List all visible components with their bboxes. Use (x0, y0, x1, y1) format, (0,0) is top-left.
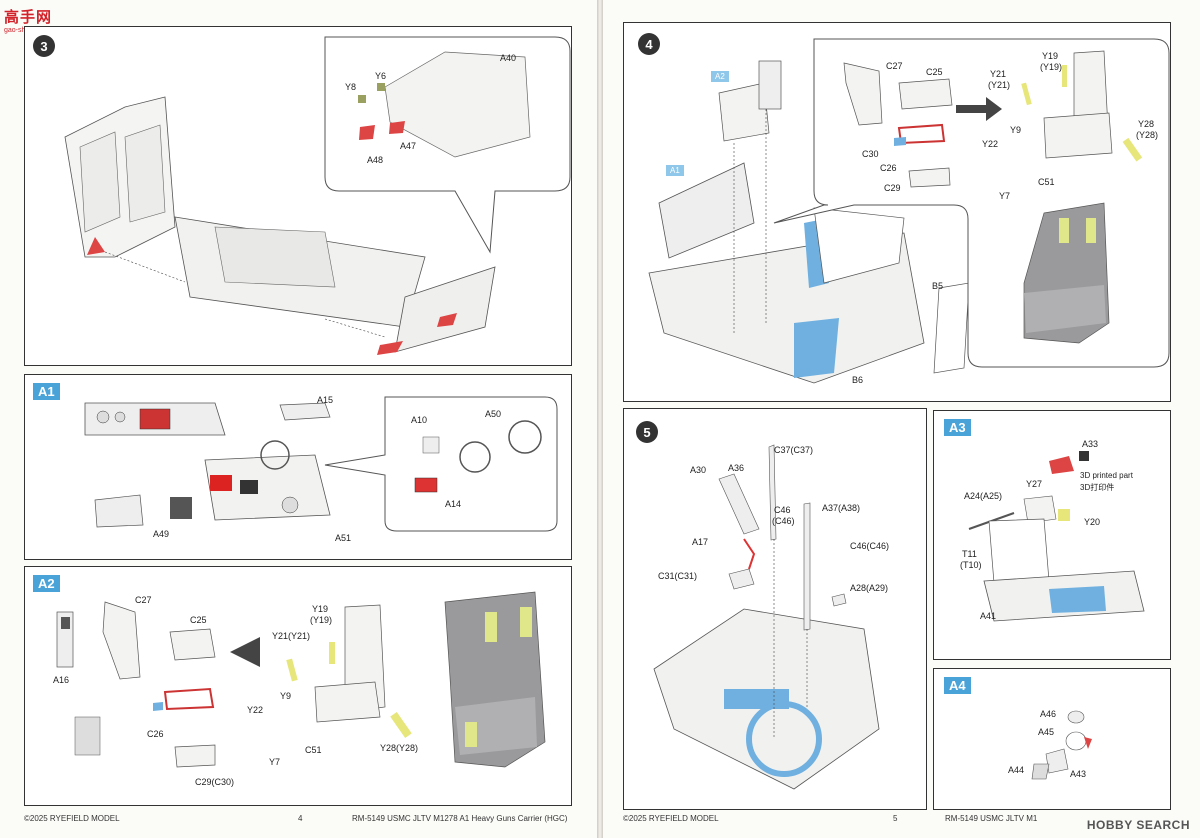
label-y21b: (Y21) (988, 80, 1011, 90)
label-a30: A30 (690, 465, 707, 475)
label-y22: Y22 (982, 139, 999, 149)
label-a48: A48 (367, 155, 384, 165)
step-4-panel: 4 (623, 22, 1171, 402)
a3-badge: A3 (944, 419, 971, 436)
a1-panel: A1 A15 A10 A50 A14 A49 A51 (24, 374, 572, 560)
label-a28: A28(A29) (850, 583, 889, 593)
left-footer-title: RM-5149 USMC JLTV M1278 A1 Heavy Guns Ca… (352, 814, 568, 823)
step-3-drawing (64, 36, 571, 355)
label-c46c: C46(C46) (850, 541, 890, 551)
label-y20: Y20 (1084, 517, 1101, 527)
label-c31: C31(C31) (658, 571, 698, 581)
step-3-badge: 3 (33, 35, 55, 57)
label-a44: A44 (1008, 765, 1025, 775)
label-c46a: C46 (774, 505, 791, 515)
label-a37: A37(A38) (822, 503, 861, 513)
tag-a2: A2 (711, 71, 729, 82)
label-c27: C27 (886, 61, 903, 71)
label-b6: B6 (852, 375, 864, 385)
label-a46: A46 (1040, 709, 1057, 719)
right-footer-title: RM-5149 USMC JLTV M1 (945, 814, 1038, 823)
label-c26: C26 (880, 163, 897, 173)
label-y21: Y21 (990, 69, 1007, 79)
label-a51: A51 (335, 533, 352, 543)
left-footer-page: 4 (298, 814, 303, 823)
left-page: 高手网 gao-shou.com 3 A40 Y6 Y (0, 0, 597, 838)
label-t10: (T10) (960, 560, 982, 570)
label-y19b: (Y19) (1040, 62, 1063, 72)
label-y7: Y7 (999, 191, 1011, 201)
label-y7: Y7 (269, 757, 281, 767)
label-a24: A24(A25) (964, 491, 1003, 501)
label-c51: C51 (1038, 177, 1055, 187)
label-c26: C26 (147, 729, 164, 739)
label-a10: A10 (411, 415, 428, 425)
label-a36: A36 (728, 463, 745, 473)
label-c30: C30 (862, 149, 879, 159)
label-a41: A41 (980, 611, 997, 621)
label-y28: Y28(Y28) (380, 743, 419, 753)
label-y28: Y28 (1138, 119, 1155, 129)
label-y6: Y6 (375, 71, 387, 81)
label-a40: A40 (500, 53, 517, 63)
a2-panel: A2 C27 C25 A16 C26 C29(C30) Y19 (24, 566, 572, 806)
a3-panel: A3 A33 3D printed part 3D打印件 A24(A25) Y2… (933, 410, 1171, 660)
label-c25: C25 (926, 67, 943, 77)
label-c27: C27 (135, 595, 152, 605)
label-c37: C37(C37) (774, 445, 814, 455)
label-y27: Y27 (1026, 479, 1043, 489)
a1-drawing (84, 396, 558, 532)
label-printed-part-cn: 3D打印件 (1080, 483, 1115, 492)
label-y21: Y21(Y21) (272, 631, 311, 641)
label-a33: A33 (1082, 439, 1099, 449)
a1-badge: A1 (33, 383, 60, 400)
label-c51: C51 (305, 745, 322, 755)
label-y8: Y8 (345, 82, 357, 92)
label-a45: A45 (1038, 727, 1055, 737)
a4-badge: A4 (944, 677, 971, 694)
tag-a1: A1 (666, 165, 684, 176)
step-5-panel: 5 C37(C37) A30 A36 C46 (C46) A37(A38) C4… (623, 408, 927, 810)
label-c25: C25 (190, 615, 207, 625)
label-y19: Y19 (312, 604, 329, 614)
hobby-search-watermark: HOBBY SEARCH (1086, 818, 1190, 832)
a4-drawing (1031, 710, 1092, 780)
step-3-panel: 3 A40 Y6 Y8 A47 A48 (24, 26, 572, 366)
label-printed-part: 3D printed part (1080, 471, 1133, 480)
a4-panel: A4 A46 A45 A44 A43 (933, 668, 1171, 810)
label-t11: T11 (962, 549, 977, 559)
label-a17: A17 (692, 537, 709, 547)
label-c29: C29 (884, 183, 901, 193)
label-a14: A14 (445, 499, 462, 509)
label-c29: C29(C30) (195, 777, 235, 787)
a2-badge: A2 (33, 575, 60, 592)
right-footer-page: 5 (893, 814, 898, 823)
step-5-drawing (653, 444, 880, 790)
label-a16: A16 (53, 675, 70, 685)
label-a47: A47 (400, 141, 417, 151)
label-a43: A43 (1070, 769, 1087, 779)
label-y9: Y9 (1010, 125, 1022, 135)
label-y19b: (Y19) (310, 615, 333, 625)
a2-drawing (56, 591, 546, 768)
book-spine (597, 0, 603, 838)
left-footer-copyright: ©2025 RYEFIELD MODEL (24, 814, 120, 823)
label-b5: B5 (932, 281, 944, 291)
a3-drawing (968, 451, 1145, 622)
right-page: 4 (603, 0, 1200, 838)
step-5-badge: 5 (636, 421, 658, 443)
step-4-drawing (648, 38, 1170, 384)
label-y28b: (Y28) (1136, 130, 1159, 140)
site-logo-text: 高手网 (4, 9, 53, 26)
label-a50: A50 (485, 409, 502, 419)
label-y9: Y9 (280, 691, 292, 701)
label-a49: A49 (153, 529, 170, 539)
right-footer-copyright: ©2025 RYEFIELD MODEL (623, 814, 719, 823)
label-y19: Y19 (1042, 51, 1059, 61)
label-a15: A15 (317, 395, 334, 405)
label-c46b: (C46) (772, 516, 795, 526)
step-4-badge: 4 (638, 33, 660, 55)
label-y22: Y22 (247, 705, 264, 715)
